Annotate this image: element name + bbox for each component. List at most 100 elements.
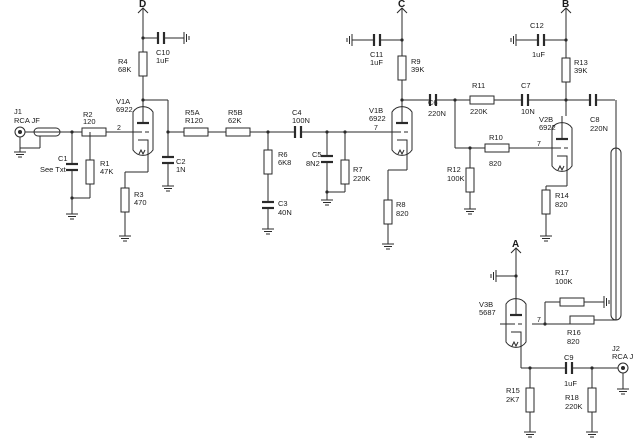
c9-capacitor: C9 1uF: [564, 353, 577, 388]
rail-a-label: A: [512, 239, 519, 250]
j2-name: RCA J: [612, 352, 634, 361]
v1b-tube: V1B 6922: [369, 98, 414, 164]
rail-c-label: C: [398, 0, 405, 10]
r5a-ref: R5A: [185, 108, 200, 117]
r3-resistor: R3 470: [120, 187, 147, 213]
v2b-ref: V2B: [539, 115, 553, 124]
c2-ref: C2: [176, 157, 186, 166]
r5b-resistor: R5B 62K: [225, 108, 251, 137]
v2b-type: 6922: [539, 123, 556, 132]
pin-7-v3b-label: 7: [537, 317, 541, 324]
c4-value: 100N: [292, 116, 310, 125]
r11-resistor: R11 220K: [469, 81, 495, 116]
c11-value: 1uF: [370, 58, 383, 67]
r12-value: 100K: [447, 174, 465, 183]
r2-resistor: R2 120: [81, 110, 107, 137]
j1-input-connector: J1 RCA JF: [13, 107, 61, 158]
r14-ref: R14: [555, 191, 569, 200]
r10-value: 820: [489, 159, 502, 168]
r4-resistor: R4 68K: [118, 51, 148, 77]
c3-capacitor: C3 40N: [262, 199, 292, 217]
c6-ref: C6: [428, 98, 438, 107]
r3-value: 470: [134, 198, 147, 207]
j1-ref: J1: [14, 107, 22, 116]
r9-ref: R9: [411, 57, 421, 66]
v3b-tube: V3B 5687: [479, 290, 528, 356]
pin-7-v2b-label: 7: [537, 141, 541, 148]
c7-capacitor: C7 10N: [520, 81, 535, 116]
r1-ref: R1: [100, 159, 110, 168]
c1-ref: C1: [58, 154, 68, 163]
r18-ref: R18: [565, 393, 579, 402]
r11-ref: R11: [472, 81, 485, 90]
r6-resistor: R6 6K8: [263, 149, 291, 175]
r5a-resistor: R5A R120: [183, 108, 209, 137]
c11-ref: C11: [370, 50, 383, 59]
c8-ref: C8: [590, 115, 600, 124]
c2-capacitor: C2 1N: [162, 155, 186, 174]
v3b-ref: V3B: [479, 300, 493, 309]
v3b-type: 5687: [479, 308, 496, 317]
c9-ref: C9: [564, 353, 574, 362]
c10-value: 1uF: [156, 56, 169, 65]
r7-ref: R7: [353, 165, 363, 174]
c10-ref: C10: [156, 48, 170, 57]
j2-output-connector: J2 RCA J: [612, 344, 634, 395]
r12-resistor: R12 100K: [447, 165, 475, 193]
c6-value: 220N: [428, 109, 446, 118]
r9-resistor: R9 39K: [397, 55, 424, 81]
c7-value: 10N: [521, 107, 535, 116]
c4-capacitor: C4 100N: [292, 108, 310, 138]
c4-ref: C4: [292, 108, 302, 117]
rail-d-label: D: [139, 0, 146, 10]
r17-resistor: R17 100K: [555, 268, 585, 307]
j1-name: RCA JF: [14, 116, 40, 125]
c1-value: See Txt: [40, 165, 67, 174]
r16-ref: R16: [567, 328, 581, 337]
v2b-tube: V2B 6922: [539, 114, 574, 180]
r8-ref: R8: [396, 200, 406, 209]
c7-ref: C7: [521, 81, 531, 90]
pin-7-v1b-label: 7: [374, 125, 378, 132]
r9-value: 39K: [411, 65, 424, 74]
r2-value: 120: [83, 117, 96, 126]
rail-c: C: [396, 0, 408, 16]
r6-ref: R6: [278, 150, 288, 159]
v1a-ref: V1A: [116, 97, 130, 106]
r14-resistor: R14 820: [541, 189, 569, 215]
r4-ref: R4: [118, 57, 128, 66]
v1b-ref: V1B: [369, 106, 383, 115]
c6-capacitor: C6 220N: [428, 94, 446, 118]
rail-d: D: [137, 0, 149, 16]
c5-capacitor: C5 8N2: [306, 150, 333, 168]
c12-ref: C12: [530, 21, 544, 30]
rail-b-label: B: [562, 0, 569, 10]
c9-value: 1uF: [564, 379, 577, 388]
r3-ref: R3: [134, 190, 144, 199]
j2-ref: J2: [612, 344, 620, 353]
r17-ref: R17: [555, 268, 569, 277]
r11-value: 220K: [470, 107, 488, 116]
r5b-ref: R5B: [228, 108, 243, 117]
c12-value: 1uF: [532, 50, 545, 59]
r16-value: 820: [567, 337, 580, 346]
c2-value: 1N: [176, 165, 186, 174]
c5-value: 8N2: [306, 159, 320, 168]
c11-capacitor: C11 1uF: [370, 34, 383, 67]
pin-2-label: 2: [117, 125, 121, 132]
r8-resistor: R8 820: [383, 199, 409, 225]
r4-value: 68K: [118, 65, 131, 74]
v1a-type: 6922: [116, 105, 133, 114]
rail-b: B: [560, 0, 572, 16]
r18-resistor: R18 220K: [565, 387, 597, 413]
r10-ref: R10: [489, 133, 503, 142]
r7-resistor: R7 220K: [340, 159, 371, 185]
r5a-value: R120: [185, 116, 203, 125]
r13-resistor: R13 39K: [561, 57, 588, 83]
c10-capacitor: C10 1uF: [156, 32, 170, 65]
r17-value: 100K: [555, 277, 573, 286]
r15-resistor: R15 2K7: [506, 386, 535, 413]
r1-value: 47K: [100, 167, 113, 176]
c3-ref: C3: [278, 199, 288, 208]
r18-value: 220K: [565, 402, 583, 411]
